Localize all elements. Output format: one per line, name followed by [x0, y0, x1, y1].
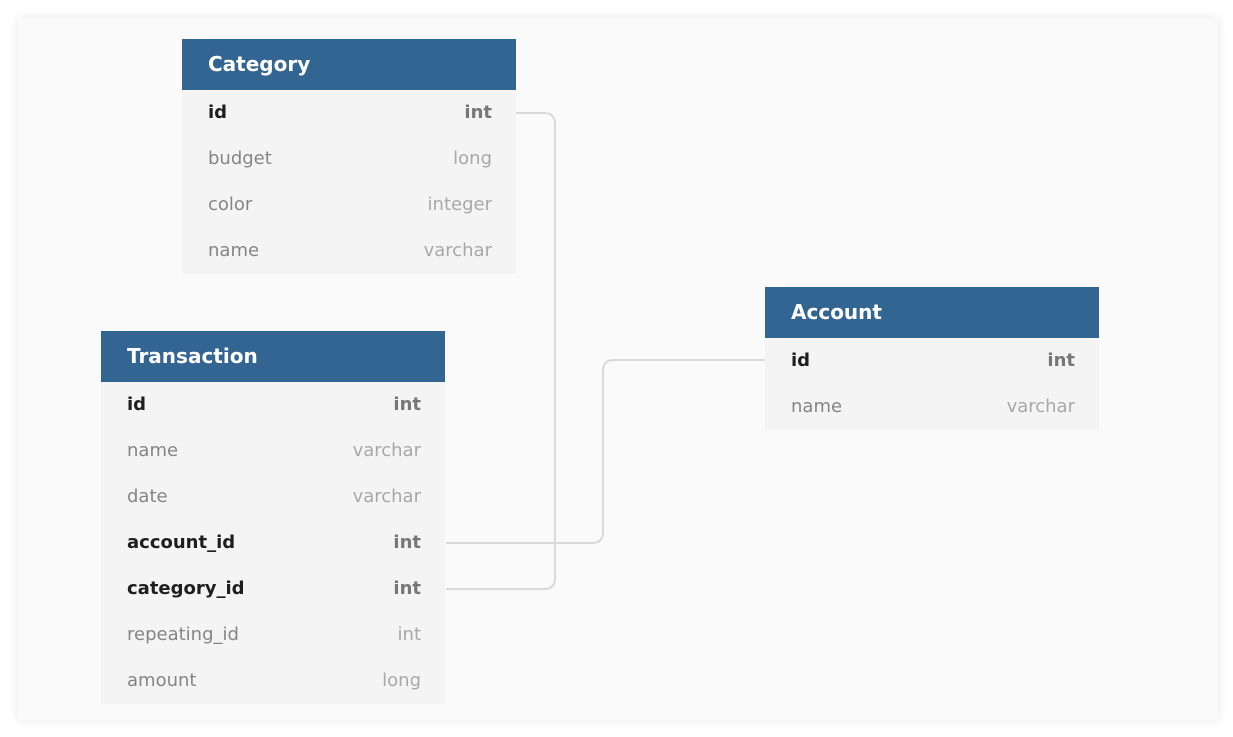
account-table-header[interactable]: Account [765, 287, 1099, 338]
transaction-table[interactable]: Transaction id int name varchar date var… [101, 331, 445, 704]
field-type: int [1047, 350, 1075, 371]
transaction-field-category-id[interactable]: category_id int [101, 566, 445, 612]
transaction-field-id[interactable]: id int [101, 382, 445, 428]
field-type: varchar [1006, 396, 1075, 417]
category-field-name[interactable]: name varchar [182, 228, 516, 274]
field-name: name [127, 440, 179, 461]
transaction-field-amount[interactable]: amount long [101, 658, 445, 704]
transaction-table-header[interactable]: Transaction [101, 331, 445, 382]
field-type: int [397, 624, 421, 645]
field-name: category_id [127, 578, 245, 599]
field-type: int [393, 394, 421, 415]
field-type: varchar [352, 486, 421, 507]
field-type: int [464, 102, 492, 123]
transaction-field-account-id[interactable]: account_id int [101, 520, 445, 566]
account-field-name[interactable]: name varchar [765, 384, 1099, 430]
field-name: name [791, 396, 843, 417]
transaction-field-name[interactable]: name varchar [101, 428, 445, 474]
category-field-color[interactable]: color integer [182, 182, 516, 228]
transaction-field-repeating-id[interactable]: repeating_id int [101, 612, 445, 658]
field-type: int [393, 532, 421, 553]
field-name: name [208, 240, 260, 261]
field-name: id [208, 102, 228, 123]
field-type: int [393, 578, 421, 599]
category-table-header[interactable]: Category [182, 39, 516, 90]
category-field-id[interactable]: id int [182, 90, 516, 136]
field-name: amount [127, 670, 197, 691]
field-type: varchar [423, 240, 492, 261]
field-name: date [127, 486, 168, 507]
field-name: color [208, 194, 253, 215]
field-type: integer [427, 194, 492, 215]
account-field-id[interactable]: id int [765, 338, 1099, 384]
category-field-budget[interactable]: budget long [182, 136, 516, 182]
field-name: account_id [127, 532, 236, 553]
field-name: id [127, 394, 147, 415]
field-type: varchar [352, 440, 421, 461]
category-table[interactable]: Category id int budget long color intege… [182, 39, 516, 274]
field-name: repeating_id [127, 624, 239, 645]
field-name: budget [208, 148, 272, 169]
field-type: long [382, 670, 421, 691]
field-type: long [453, 148, 492, 169]
field-name: id [791, 350, 811, 371]
account-table[interactable]: Account id int name varchar [765, 287, 1099, 430]
transaction-field-date[interactable]: date varchar [101, 474, 445, 520]
